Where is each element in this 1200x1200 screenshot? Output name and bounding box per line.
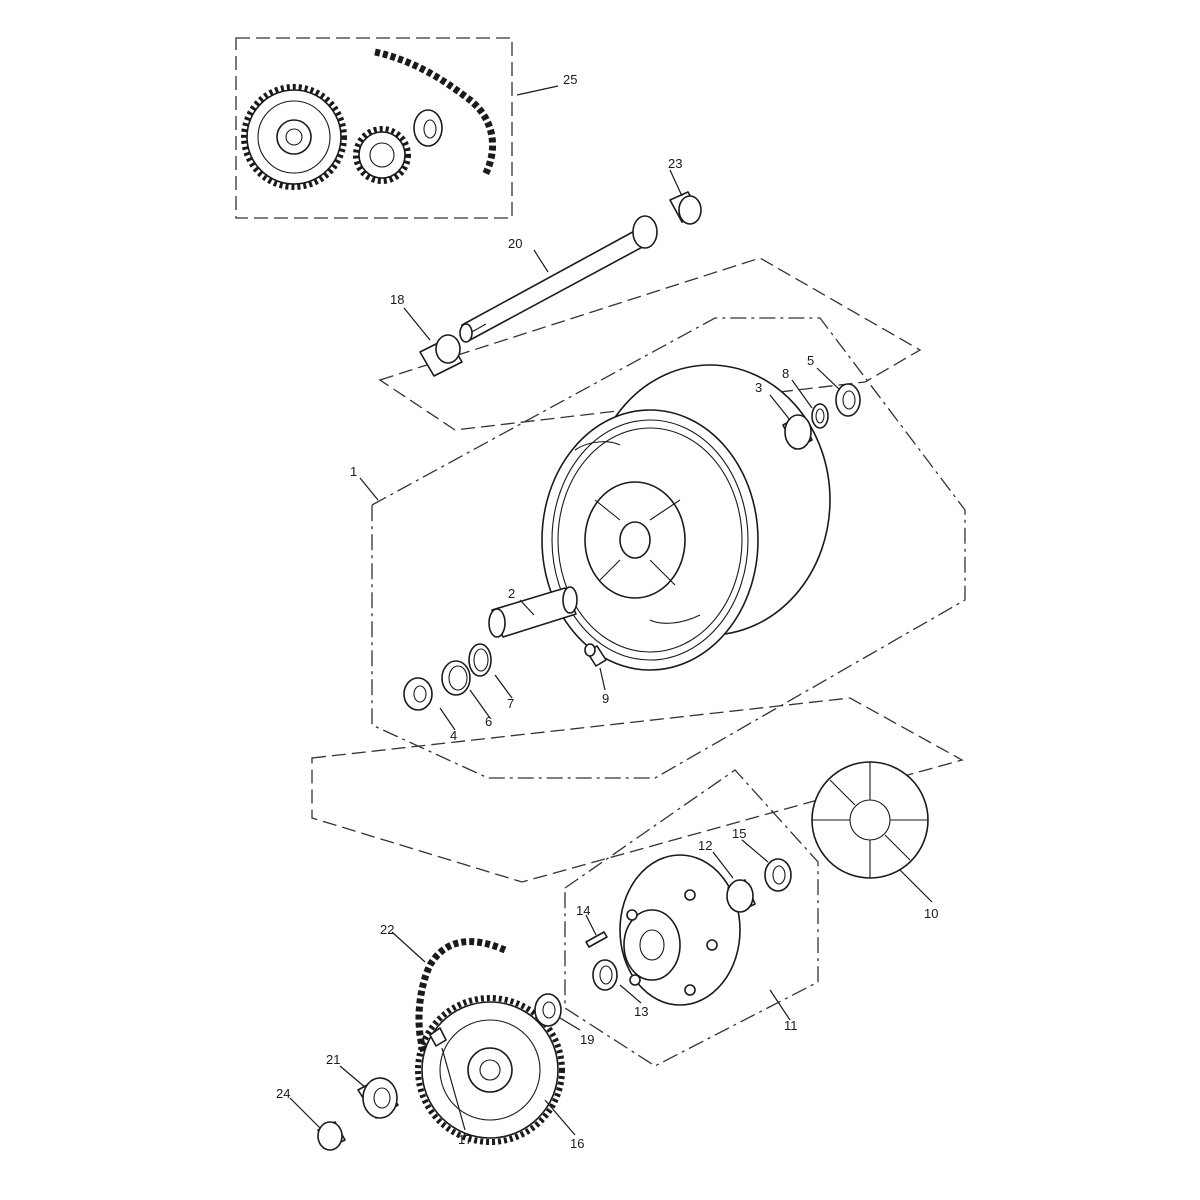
- spindle-nut-cap: [669, 191, 702, 225]
- callout-20: 20: [508, 236, 522, 251]
- wheel-assembly-box: [371, 317, 966, 779]
- leader-10: [899, 869, 933, 903]
- hub-bearing: [726, 879, 756, 913]
- leader-2: [519, 599, 535, 616]
- leader-21: [339, 1065, 367, 1089]
- leader-7: [494, 674, 513, 699]
- callout-24: 24: [276, 1086, 290, 1101]
- hub-seal: [592, 959, 618, 991]
- wheel-spindle: [459, 215, 658, 343]
- leader-25: [516, 85, 559, 96]
- leader-18: [403, 307, 431, 341]
- left-spacer: [419, 334, 463, 377]
- wheel-spacer-tube: [488, 586, 578, 638]
- callout-21: 21: [326, 1052, 340, 1067]
- right-bearing: [782, 414, 813, 450]
- leader-6: [469, 689, 491, 719]
- front-sprocket-kit: [353, 126, 411, 184]
- leader-14: [585, 914, 597, 936]
- callout-8: 8: [782, 366, 789, 381]
- leader-3: [769, 394, 791, 421]
- callout-4: 4: [450, 728, 457, 743]
- rear-sprocket-kit: [241, 84, 347, 190]
- callout-14: 14: [576, 903, 590, 918]
- spindle-cap: [317, 1121, 346, 1151]
- sprocket-spacer: [534, 993, 562, 1027]
- callout-1: 1: [350, 464, 357, 479]
- rear-sprocket: [415, 995, 565, 1145]
- callout-2: 2: [508, 586, 515, 601]
- rear-wheel: [541, 364, 831, 671]
- callout-11: 11: [784, 1018, 798, 1033]
- callout-15: 15: [732, 826, 746, 841]
- leader-22: [391, 931, 426, 963]
- leader-23: [669, 169, 683, 197]
- drive-chain: [415, 938, 507, 1057]
- sprocket-kit-group-box: [235, 37, 513, 219]
- hub-sleeve: [764, 858, 792, 892]
- callout-9: 9: [602, 691, 609, 706]
- callout-22: 22: [380, 922, 394, 937]
- o-ring: [468, 643, 492, 677]
- leader-4: [439, 707, 456, 731]
- right-seal: [835, 383, 861, 417]
- callout-25: 25: [563, 72, 577, 87]
- cush-drive-rubbers: [811, 761, 929, 879]
- leader-19: [559, 1017, 581, 1031]
- leader-12: [712, 851, 734, 879]
- callout-6: 6: [485, 714, 492, 729]
- leader-16: [544, 1099, 576, 1136]
- callout-19: 19: [580, 1032, 594, 1047]
- leader-1: [359, 477, 379, 501]
- leader-20: [533, 249, 549, 273]
- bearing-seal: [441, 660, 471, 696]
- left-bearing: [403, 677, 433, 711]
- dowel-pin: [585, 931, 608, 948]
- drive-hub-group-box: [564, 769, 819, 1067]
- leader-15: [741, 839, 769, 863]
- leader-17: [441, 1047, 466, 1131]
- callout-16: 16: [570, 1136, 584, 1151]
- leader-13: [619, 984, 642, 1004]
- callout-10: 10: [924, 906, 938, 921]
- leader-11: [769, 989, 791, 1021]
- leader-8: [791, 379, 813, 409]
- callout-5: 5: [807, 353, 814, 368]
- spindle-nut: [357, 1077, 399, 1119]
- leader-5: [816, 367, 841, 391]
- chain-kit: [374, 48, 497, 177]
- sprocket-nut: [429, 1027, 447, 1047]
- drive-hub: [619, 854, 741, 1006]
- callout-13: 13: [634, 1004, 648, 1019]
- callout-3: 3: [755, 380, 762, 395]
- valve: [584, 643, 607, 667]
- leader-9: [599, 667, 606, 691]
- circlip: [811, 403, 829, 429]
- sprocket-washer-kit: [413, 109, 443, 147]
- callout-12: 12: [698, 838, 712, 853]
- leader-24: [289, 1097, 321, 1129]
- axle-group-box: [378, 257, 922, 431]
- callout-7: 7: [507, 696, 514, 711]
- callout-17: 17: [458, 1132, 472, 1147]
- lower-group-box: [311, 697, 964, 883]
- callout-18: 18: [390, 292, 404, 307]
- callout-23: 23: [668, 156, 682, 171]
